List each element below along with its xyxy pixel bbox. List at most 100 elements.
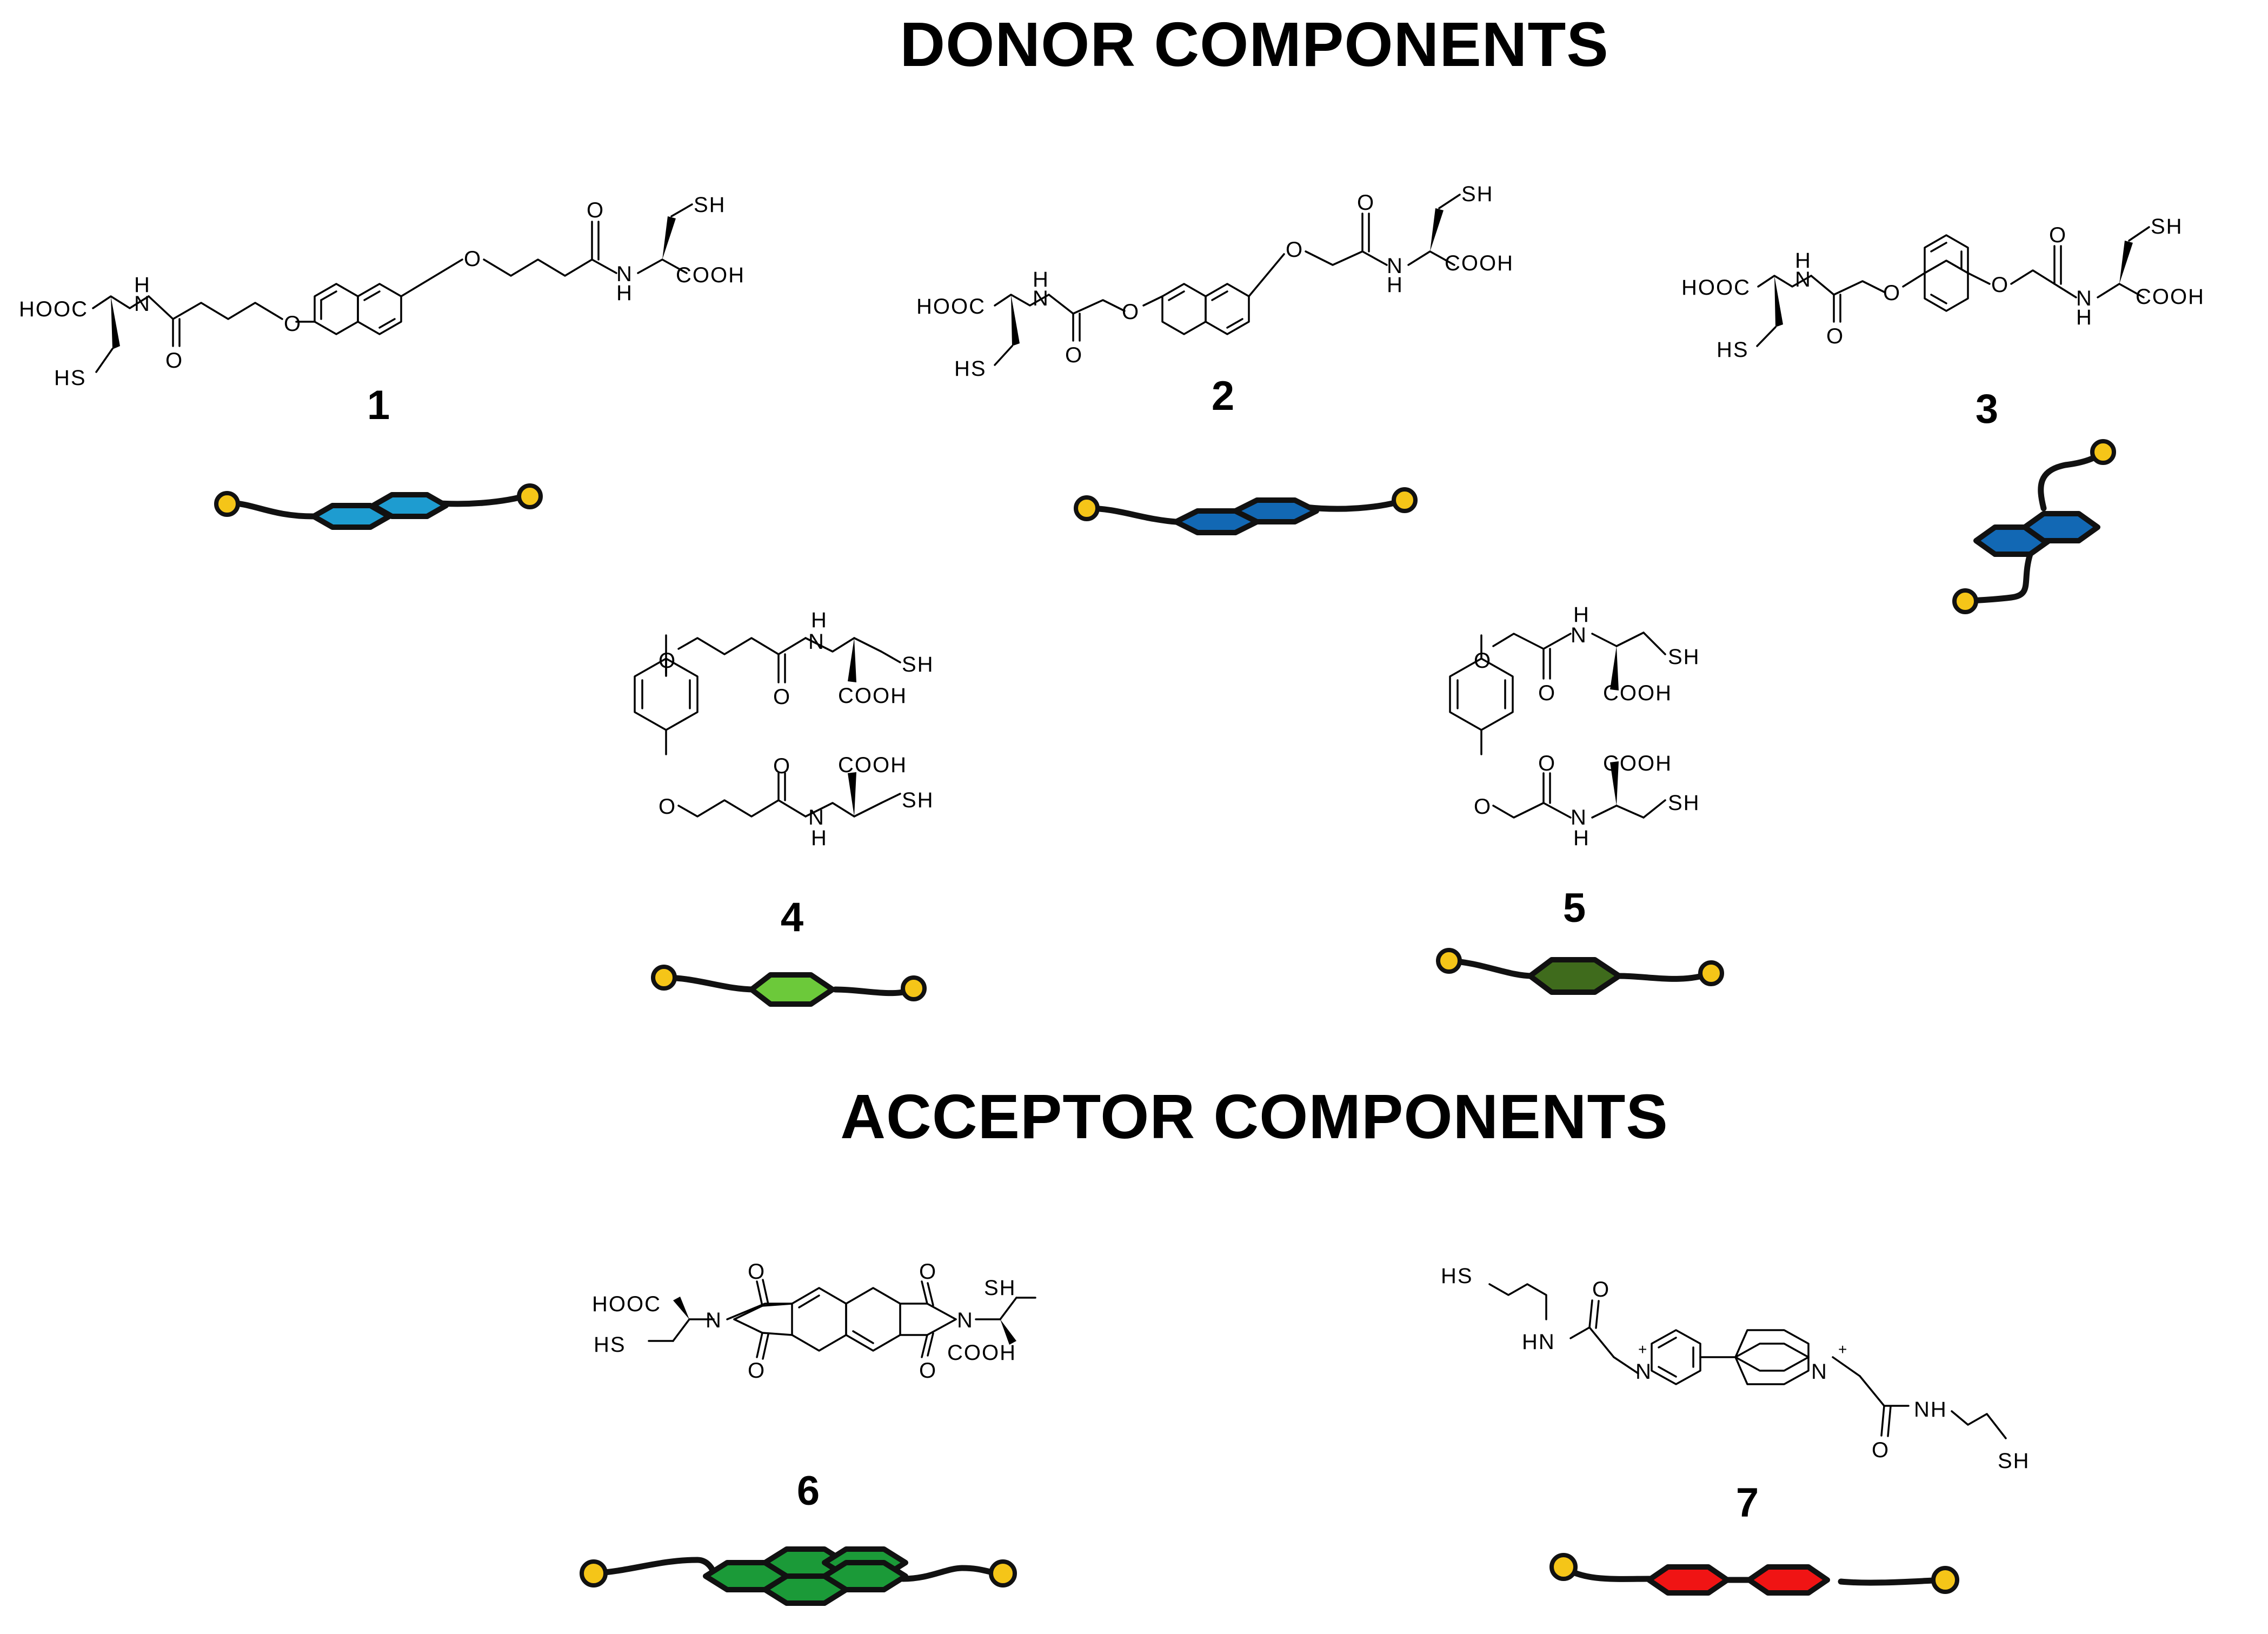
thiol-bead [214, 491, 240, 517]
thiol-bead [901, 975, 927, 1001]
aromatic-ring-hexagon [1746, 1564, 1830, 1596]
atom-o: O [1538, 752, 1556, 775]
atom-sh: SH [1668, 791, 1700, 815]
structure-5: O O N H O COOH SH O COOH N H SH [1449, 603, 1700, 850]
cartoon-7 [1549, 1553, 1959, 1596]
atom-n: N [706, 1308, 722, 1332]
atom-n: N [1811, 1360, 1828, 1384]
thiol-bead [580, 1559, 608, 1587]
thiol-bead [1549, 1553, 1578, 1581]
aromatic-ring-hexagon [1233, 497, 1319, 524]
cartoon-4 [651, 965, 927, 1007]
atom-o: O [919, 1260, 937, 1284]
atom-hs: HS [1441, 1264, 1473, 1288]
structure-1: HOOC HS H N O O O O N H COOH SH [19, 193, 745, 390]
cartoon-1 [214, 483, 543, 530]
thiol-bead [1931, 1566, 1959, 1594]
compound-label-5: 5 [1563, 885, 1586, 931]
atom-sh: SH [1668, 645, 1700, 669]
thiol-bead [2090, 439, 2116, 465]
atom-cooh: COOH [1445, 251, 1514, 275]
atom-n: N [957, 1308, 974, 1332]
atom-o: O [1883, 281, 1901, 305]
structure-4: O O N H O COOH SH O COOH N H SH [634, 608, 934, 850]
atom-hs: HS [1717, 338, 1749, 362]
atom-cooh: COOH [947, 1341, 1016, 1365]
atom-h: H [1033, 268, 1049, 291]
atom-o: O [1065, 343, 1083, 367]
aromatic-ring-hexagon [822, 1560, 908, 1592]
atom-n: N [1571, 623, 1587, 647]
atom-nh: NH [1914, 1398, 1947, 1422]
structure-6: HOOC HS N N O O O O SH COOH [592, 1260, 1036, 1383]
thiol-bead [1392, 487, 1418, 513]
compound-label-3: 3 [1976, 386, 1998, 432]
atom-n: N [2076, 287, 2093, 310]
atom-n: N [808, 630, 825, 654]
atom-o: O [748, 1359, 766, 1383]
charge-plus: + [1638, 1341, 1647, 1358]
cartoon-5 [1436, 948, 1724, 995]
acceptor-heading: ACCEPTOR COMPONENTS [840, 1081, 1668, 1152]
atom-o: O [284, 312, 302, 336]
atom-o: O [165, 349, 183, 373]
compound-label-7: 7 [1736, 1480, 1759, 1526]
atom-sh: SH [1998, 1449, 2030, 1473]
aromatic-ring-hexagon [1646, 1564, 1730, 1596]
atom-o: O [773, 754, 791, 778]
atom-hn: HN [1522, 1330, 1555, 1354]
thiol-bead [1952, 588, 1978, 614]
atom-o: O [919, 1359, 937, 1383]
atom-n: N [1635, 1360, 1652, 1384]
structure-2: HOOC HS H N O O O O N H COOH SH [916, 182, 1514, 381]
thiol-bead [989, 1559, 1017, 1587]
charge-plus: + [1838, 1341, 1847, 1358]
atom-o: O [773, 685, 791, 709]
atom-h: H [1573, 826, 1590, 850]
atom-h: H [616, 281, 633, 305]
thiol-bead [1074, 495, 1100, 521]
atom-o: O [2049, 223, 2067, 247]
atom-h: H [134, 273, 151, 297]
atom-cooh: COOH [676, 263, 745, 287]
atom-o: O [1474, 649, 1492, 673]
atom-sh: SH [902, 653, 934, 676]
atom-n: N [616, 262, 633, 286]
compound-label-6: 6 [797, 1468, 820, 1514]
atom-sh: SH [1461, 182, 1494, 206]
atom-hs: HS [954, 357, 987, 381]
atom-h: H [1387, 273, 1404, 297]
cartoon-6 [580, 1546, 1017, 1606]
atom-hs: HS [54, 366, 87, 390]
atom-o: O [1826, 324, 1844, 348]
donor-heading: DONOR COMPONENTS [900, 9, 1608, 79]
compound-label-1: 1 [367, 382, 390, 428]
atom-o: O [1872, 1438, 1890, 1462]
atom-cooh: COOH [838, 684, 907, 708]
thiol-bead [1436, 948, 1462, 974]
atom-o: O [587, 198, 604, 222]
atom-o: O [1991, 273, 2009, 297]
atom-h: H [1795, 249, 1812, 273]
atom-o: O [1122, 300, 1140, 324]
atom-n: N [808, 806, 825, 829]
cartoon-3 [1952, 439, 2116, 614]
atom-sh: SH [2151, 215, 2183, 238]
thiol-bead [1698, 960, 1724, 986]
atom-sh: SH [984, 1276, 1016, 1300]
atom-o: O [1474, 795, 1492, 819]
atom-n: N [1033, 287, 1049, 310]
structure-7: HS HN O N + N + O NH SH [1441, 1264, 2030, 1473]
atom-cooh: COOH [838, 753, 907, 777]
atom-hs: HS [594, 1333, 626, 1357]
structure-3: HOOC HS H N O O O O N H COOH SH [1681, 215, 2204, 362]
cartoon-2 [1074, 487, 1418, 535]
atom-hooc: HOOC [19, 297, 88, 321]
aromatic-ring-hexagon [749, 972, 835, 1007]
aromatic-ring-hexagon [370, 492, 449, 519]
atom-o: O [1538, 681, 1556, 705]
compound-label-2: 2 [1212, 373, 1234, 419]
atom-hooc: HOOC [916, 295, 986, 318]
